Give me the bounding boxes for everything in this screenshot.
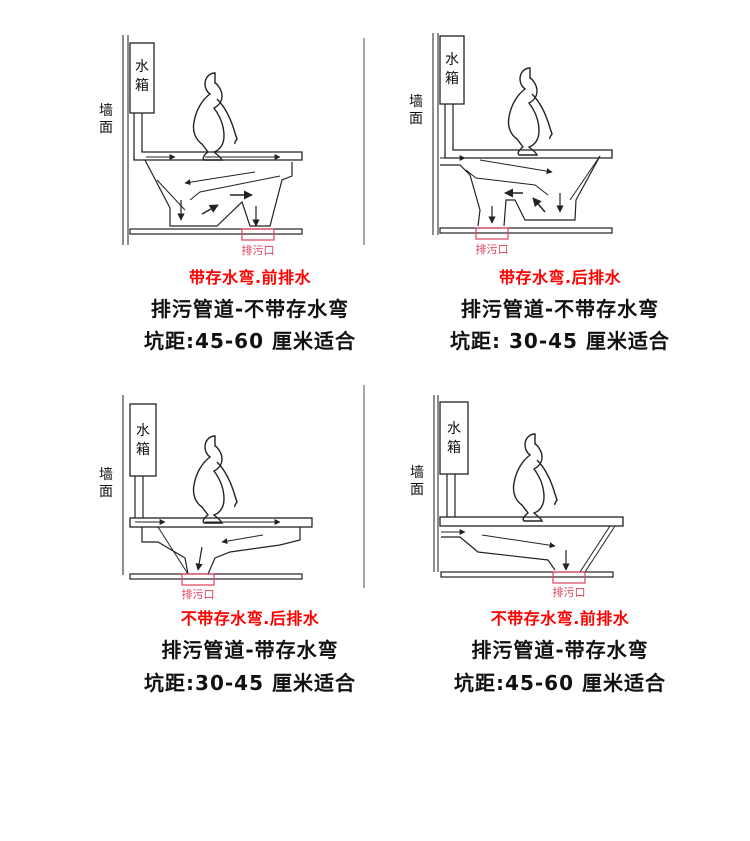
outlet-box [181,573,215,586]
squatting-person-figure [512,433,558,522]
svg-text:墙: 墙 [99,467,113,483]
floor-line [129,573,303,580]
toilet-diagram-front-drain-without-trap: 水 箱 墙 面 排污口 [410,395,624,599]
floor-line [440,571,614,578]
outlet-box [475,227,509,240]
svg-text:排污口: 排污口 [182,587,215,601]
diagram-panel-top-left: 水 箱 墙 面 排污口 带存水弯.前排水 排污管道-不带存水弯 坑距:45-60… [90,30,410,360]
panel-pipe-info: 排污管道-带存水弯 [161,638,339,662]
svg-text:箱: 箱 [447,440,461,456]
panel-pipe-info: 排污管道-带存水弯 [471,638,649,662]
panel-title: 带存水弯.前排水 [188,268,312,287]
svg-text:箱: 箱 [135,78,149,94]
panel-distance-info: 坑距:30-45 厘米适合 [144,671,356,695]
squatting-person-figure [192,72,238,161]
svg-text:箱: 箱 [445,71,459,87]
outlet-box [552,571,586,584]
diagram-panel-bottom-right: 水 箱 墙 面 排污口 不带存水弯.前排水 排污管道-带存水弯 坑距:45-60… [400,380,720,710]
panel-distance-info: 坑距:45-60 厘米适合 [454,671,666,695]
floor-line [439,227,613,234]
toilet-diagram-front-drain-with-trap: 水 箱 墙 面 排污口 [99,35,365,257]
water-tank [129,42,155,114]
outlet-box [241,228,275,241]
water-tank [439,401,469,475]
toilet-diagram-rear-drain-with-trap: 水 箱 墙 面 排污口 [409,33,613,256]
panel-title: 不带存水弯.后排水 [180,609,320,628]
diagram-panel-bottom-left: 水 箱 墙 面 排污口 不带存水弯.后排水 排污管道-带存水弯 坑距:30-45… [90,380,410,710]
svg-text:面: 面 [99,120,113,136]
svg-text:面: 面 [99,484,113,500]
svg-text:排污口: 排污口 [242,243,275,257]
panel-pipe-info: 排污管道-不带存水弯 [150,297,350,321]
panel-title: 不带存水弯.前排水 [490,609,630,628]
svg-text:面: 面 [409,111,423,127]
svg-text:水: 水 [135,59,149,75]
panel-distance-info: 坑距:45-60 厘米适合 [144,329,356,353]
toilet-diagram-rear-drain-without-trap: 水 箱 墙 面 排污口 [99,385,365,601]
panel-title: 带存水弯.后排水 [498,268,622,287]
squatting-person-figure [507,67,553,156]
panel-pipe-info: 排污管道-不带存水弯 [460,297,660,321]
svg-text:面: 面 [410,482,424,498]
svg-text:箱: 箱 [136,442,150,458]
panel-distance-info: 坑距: 30-45 厘米适合 [450,329,670,353]
svg-text:墙: 墙 [99,103,113,119]
water-tank [129,403,157,477]
svg-text:排污口: 排污口 [476,242,509,256]
floor-line [129,228,303,235]
svg-text:水: 水 [136,423,150,439]
svg-text:排污口: 排污口 [553,585,586,599]
svg-text:墙: 墙 [409,94,423,110]
svg-text:水: 水 [447,421,461,437]
diagram-panel-top-right: 水 箱 墙 面 排污口 带存水弯.后排水 排污管道-不带存水弯 坑距: 30-4… [400,30,720,360]
water-tank [439,35,465,105]
squatting-person-figure [192,435,238,524]
svg-text:墙: 墙 [410,465,424,481]
svg-text:水: 水 [445,52,459,68]
